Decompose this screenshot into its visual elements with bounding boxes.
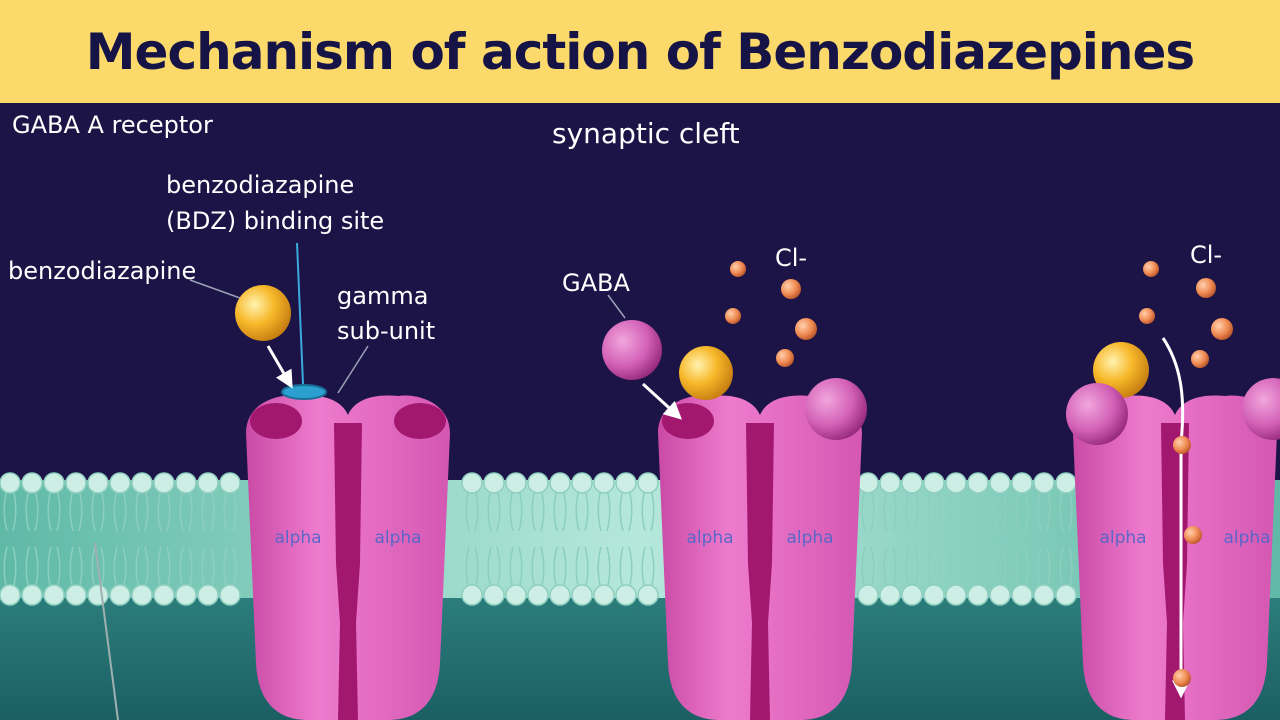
lipid-head: [132, 585, 152, 605]
lipid-head: [968, 473, 988, 493]
lipid-head: [66, 585, 86, 605]
lipid-head: [198, 585, 218, 605]
bdz-binding-site: [282, 385, 326, 399]
lipid-head: [154, 473, 174, 493]
subunit-label: alpha: [274, 528, 321, 548]
gaba-label-pointer: [608, 295, 625, 318]
lipid-head: [88, 473, 108, 493]
synaptic-cleft-label: synaptic cleft: [552, 117, 740, 150]
subunit-label: alpha: [374, 528, 421, 548]
lipid-head: [990, 585, 1010, 605]
lipid-head: [484, 585, 504, 605]
lipid-head: [132, 473, 152, 493]
lipid-head: [1056, 585, 1076, 605]
lipid-head: [44, 585, 64, 605]
chloride-ion: [1173, 669, 1191, 687]
lipid-head: [638, 473, 658, 493]
lipid-head: [990, 473, 1010, 493]
bound-gaba: [1066, 383, 1128, 445]
lipid-head: [110, 473, 130, 493]
lipid-head: [506, 585, 526, 605]
page-title: Mechanism of action of Benzodiazepines: [86, 23, 1194, 81]
lipid-head: [506, 473, 526, 493]
chloride-ions: [725, 261, 1233, 368]
bdz-label-pointer: [190, 280, 240, 298]
bound-gaba: [805, 378, 867, 440]
lipid-head: [528, 473, 548, 493]
lipid-head: [1034, 473, 1054, 493]
receptor-label: GABA A receptor: [12, 111, 213, 139]
lipid-head: [0, 473, 20, 493]
lipid-head: [176, 585, 196, 605]
lipid-head: [902, 473, 922, 493]
lipid-head: [0, 585, 20, 605]
gamma-label-line2: sub-unit: [337, 317, 435, 345]
title-banner: Mechanism of action of Benzodiazepines: [0, 0, 1280, 103]
lipid-head: [572, 585, 592, 605]
receptor-1: alpha alpha: [246, 385, 450, 720]
lipid-head: [1056, 473, 1076, 493]
lipid-head: [220, 585, 240, 605]
gaba-label: GABA: [562, 269, 630, 297]
lipid-head: [550, 585, 570, 605]
lipid-head: [528, 585, 548, 605]
lipid-head: [902, 585, 922, 605]
bound-benzodiazepine: [679, 346, 733, 400]
lipid-head: [638, 585, 658, 605]
binding-site-pointer: [297, 243, 303, 384]
receptor-3: alpha alpha: [1066, 338, 1280, 720]
subunit-label: alpha: [686, 528, 733, 548]
bdz-label: benzodiazapine: [8, 257, 196, 285]
chloride-ion: [1184, 526, 1202, 544]
lipid-head: [220, 473, 240, 493]
lipid-head: [616, 585, 636, 605]
lipid-head: [858, 473, 878, 493]
lipid-head: [550, 473, 570, 493]
lipid-head: [924, 585, 944, 605]
gaba-molecule: [602, 320, 662, 380]
binding-site-label-line1: benzodiazapine: [166, 171, 354, 199]
benzodiazepine-molecule: [235, 285, 291, 341]
lipid-head: [154, 585, 174, 605]
subunit-label: alpha: [786, 528, 833, 548]
lipid-head: [462, 585, 482, 605]
lipid-head: [858, 585, 878, 605]
lipid-head: [1012, 585, 1032, 605]
lipid-head: [924, 473, 944, 493]
lipid-head: [88, 585, 108, 605]
lipid-head: [594, 585, 614, 605]
lipid-head: [946, 473, 966, 493]
receptor-scene: alpha alpha alpha alpha alpha alpha: [0, 103, 1280, 720]
gamma-pointer: [338, 346, 368, 393]
lipid-head: [198, 473, 218, 493]
chloride-label: Cl-: [775, 244, 807, 272]
lipid-head: [594, 473, 614, 493]
lipid-head: [1034, 585, 1054, 605]
lipid-head: [110, 585, 130, 605]
lipid-head: [880, 473, 900, 493]
lipid-head: [22, 473, 42, 493]
lipid-head: [572, 473, 592, 493]
lipid-head: [22, 585, 42, 605]
gaba-arrow: [643, 384, 678, 416]
subunit-label: alpha: [1223, 528, 1270, 548]
bdz-arrow: [268, 346, 290, 384]
chloride-label: Cl-: [1190, 241, 1222, 269]
lipid-head: [968, 585, 988, 605]
lipid-head: [462, 473, 482, 493]
lipid-head: [44, 473, 64, 493]
lipid-head: [1012, 473, 1032, 493]
subunit-label: alpha: [1099, 528, 1146, 548]
lipid-head: [484, 473, 504, 493]
binding-site-label-line2: (BDZ) binding site: [166, 207, 384, 235]
gamma-label-line1: gamma: [337, 282, 428, 310]
receptor-2: alpha alpha: [658, 346, 867, 720]
lipid-head: [616, 473, 636, 493]
lipid-head: [880, 585, 900, 605]
chloride-ion: [1173, 436, 1191, 454]
lipid-head: [946, 585, 966, 605]
lipid-head: [66, 473, 86, 493]
lipid-head: [176, 473, 196, 493]
